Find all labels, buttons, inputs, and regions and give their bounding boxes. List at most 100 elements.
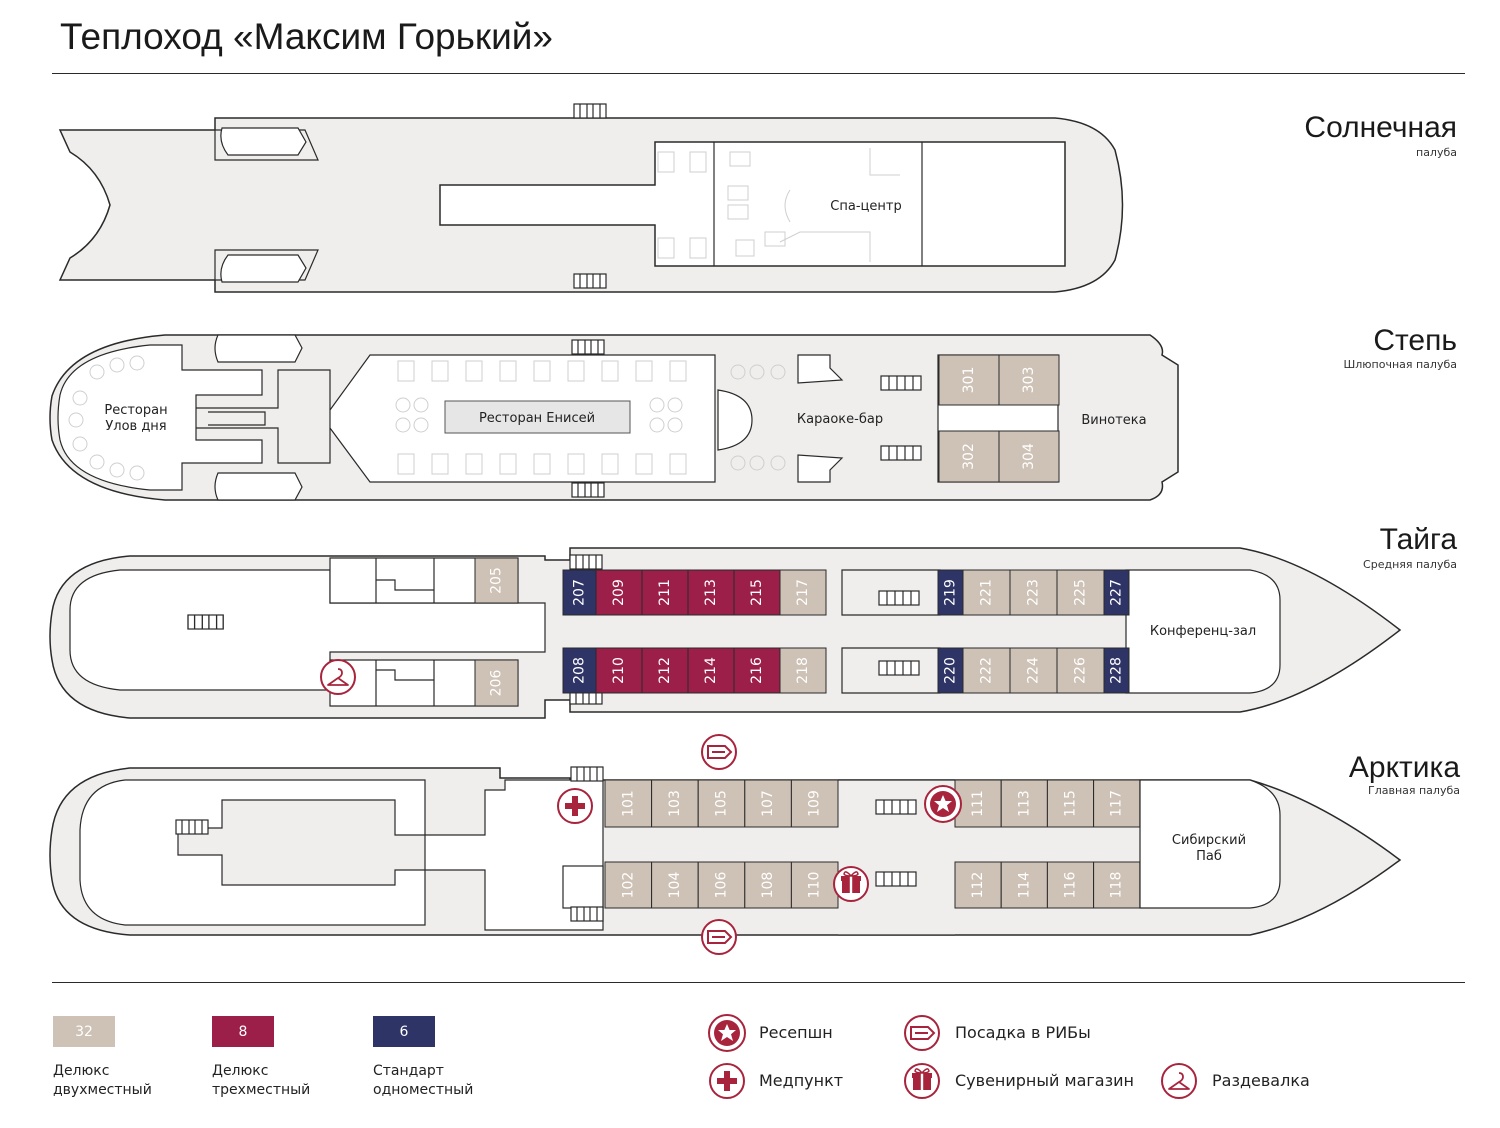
cabin-number-217: 217 [795, 579, 811, 606]
cabin-207[interactable] [562, 569, 597, 616]
legend-swatch-deluxe-triple: 8 [212, 1016, 274, 1047]
cabin-228[interactable] [1103, 647, 1130, 694]
cabin-number-112: 112 [970, 872, 986, 899]
cabin-217[interactable] [779, 569, 827, 616]
cabin-110[interactable] [790, 861, 839, 909]
souvenir-icon [833, 866, 869, 902]
cabin-114[interactable] [1000, 861, 1048, 909]
legend-label-deluxe-double: Делюкс двухместный [53, 1062, 193, 1100]
cabin-115[interactable] [1046, 779, 1095, 828]
cabin-118[interactable] [1093, 861, 1141, 909]
rib-boarding-icon-top [701, 734, 737, 770]
cabin-number-116: 116 [1063, 872, 1079, 899]
cloakroom-icon [320, 659, 356, 695]
cabin-number-103: 103 [667, 790, 683, 817]
cabin-number-206: 206 [489, 670, 505, 697]
legend-medical-label: Медпункт [759, 1071, 843, 1090]
reception-icon [924, 785, 962, 823]
cabin-number-210: 210 [611, 657, 627, 684]
label-siberian-pub-2: Паб [1196, 849, 1222, 864]
cabin-303[interactable] [998, 354, 1060, 406]
deck-subtitle-step: Шлюпочная палуба [1343, 358, 1457, 371]
cabin-number-301: 301 [961, 367, 977, 394]
cabin-number-223: 223 [1026, 579, 1042, 606]
cabin-number-214: 214 [703, 657, 719, 684]
legend-cloakroom-icon [1161, 1063, 1197, 1099]
cabin-304[interactable] [998, 430, 1060, 483]
legend-label-standard-single-line2: одноместный [373, 1082, 474, 1098]
cabin-222[interactable] [962, 647, 1011, 694]
cabin-221[interactable] [962, 569, 1011, 616]
legend-swatch-deluxe-double: 32 [53, 1016, 115, 1047]
cabin-210[interactable] [595, 647, 643, 694]
cabin-101[interactable] [604, 779, 653, 828]
cabin-number-227: 227 [1109, 579, 1125, 606]
cabin-104[interactable] [651, 861, 699, 909]
cabin-224[interactable] [1009, 647, 1058, 694]
legend-cloakroom-label: Раздевалка [1212, 1071, 1310, 1090]
label-siberian-pub-1: Сибирский [1172, 833, 1246, 848]
cabin-number-228: 228 [1109, 657, 1125, 684]
legend-souvenir-icon [904, 1063, 940, 1099]
cabin-number-106: 106 [714, 872, 730, 899]
legend-reception-icon [708, 1014, 746, 1052]
medical-icon [557, 788, 593, 824]
cabin-227[interactable] [1103, 569, 1130, 616]
cabin-103[interactable] [651, 779, 699, 828]
cabin-113[interactable] [1000, 779, 1048, 828]
cabin-107[interactable] [744, 779, 792, 828]
deck-subtitle-sun: палуба [1416, 146, 1457, 159]
cabin-219[interactable] [937, 569, 964, 616]
cabin-row-taiga-top-left: 205 [474, 557, 519, 604]
legend-swatch-standard-single: 6 [373, 1016, 435, 1047]
legend-label-deluxe-double-line1: Делюкс [53, 1063, 110, 1079]
legend-medical-icon [709, 1063, 745, 1099]
legend-label-standard-single-line1: Стандарт [373, 1063, 444, 1079]
cabin-223[interactable] [1009, 569, 1058, 616]
cabin-number-216: 216 [749, 657, 765, 684]
top-divider [52, 73, 1465, 74]
cabin-302[interactable] [938, 430, 1000, 483]
cabin-number-115: 115 [1063, 790, 1079, 817]
cabin-number-304: 304 [1021, 443, 1037, 470]
cabin-number-105: 105 [714, 790, 730, 817]
legend-label-deluxe-double-line2: двухместный [53, 1082, 152, 1098]
cabin-number-104: 104 [667, 872, 683, 899]
cabin-109[interactable] [790, 779, 839, 828]
cabin-209[interactable] [595, 569, 643, 616]
cabin-214[interactable] [687, 647, 735, 694]
bottom-divider [52, 982, 1465, 983]
cabin-number-224: 224 [1026, 657, 1042, 684]
legend-count-deluxe-triple: 8 [238, 1023, 248, 1040]
cabin-number-108: 108 [760, 872, 776, 899]
deck-name-sun: Солнечная [1304, 111, 1457, 144]
cabin-226[interactable] [1056, 647, 1105, 694]
cabin-205[interactable] [474, 557, 519, 604]
cabin-106[interactable] [697, 861, 746, 909]
cabin-number-213: 213 [703, 579, 719, 606]
cabin-number-101: 101 [620, 790, 636, 817]
legend-count-standard-single: 6 [399, 1023, 409, 1040]
page-title: Теплоход «Максим Горький» [60, 16, 553, 57]
cabin-117[interactable] [1093, 779, 1141, 828]
cabin-number-226: 226 [1073, 657, 1089, 684]
cabin-number-209: 209 [611, 579, 627, 606]
cabin-211[interactable] [641, 569, 689, 616]
cabin-number-205: 205 [489, 567, 505, 594]
cabin-216[interactable] [733, 647, 781, 694]
cabin-112[interactable] [954, 861, 1002, 909]
cabin-213[interactable] [687, 569, 735, 616]
cabin-225[interactable] [1056, 569, 1105, 616]
label-conference-hall: Конференц-зал [1150, 624, 1256, 639]
cabin-206[interactable] [474, 659, 519, 707]
cabin-301[interactable] [938, 354, 1000, 406]
cabin-number-219: 219 [943, 579, 959, 606]
cabin-218[interactable] [779, 647, 827, 694]
cabin-102[interactable] [604, 861, 653, 909]
cabin-number-110: 110 [807, 872, 823, 899]
